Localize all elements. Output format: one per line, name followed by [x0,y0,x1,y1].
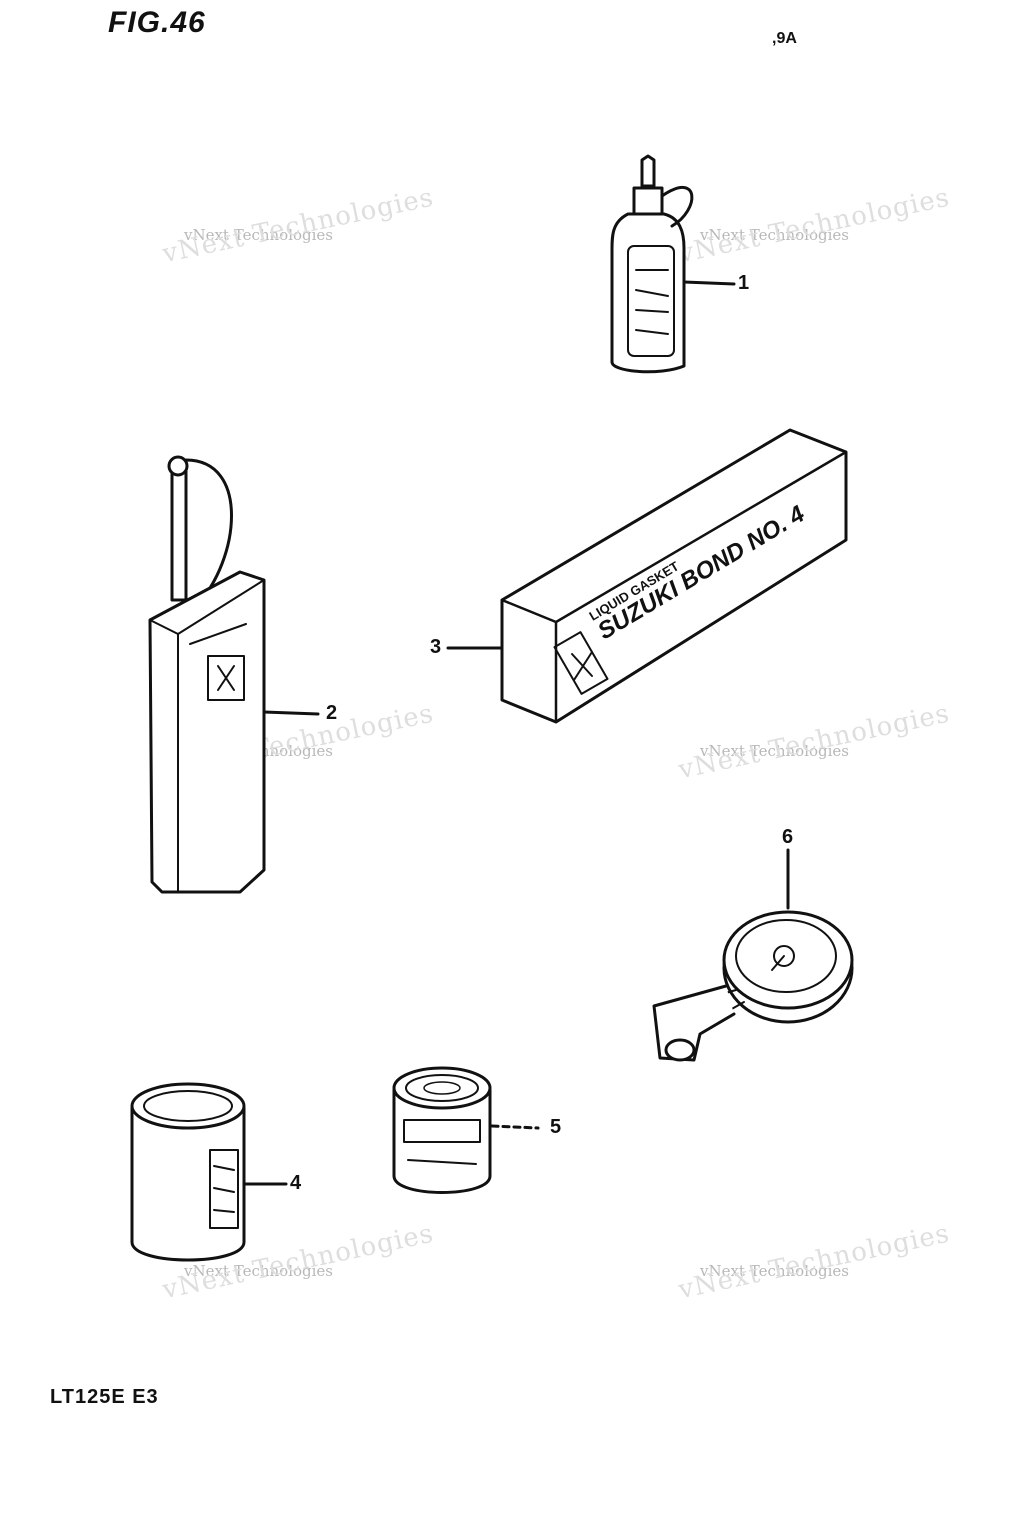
part-1-oil-bottle [610,154,736,374]
callout-4: 4 [290,1172,302,1194]
callout-6: 6 [782,826,794,848]
part-2-oil-can [148,455,320,894]
figure-title: FIG.46 [108,6,206,39]
callout-5: 5 [550,1116,562,1138]
part-6-pressure-gauge [652,848,854,1062]
model-label: LT125E E3 [50,1386,159,1408]
callout-3: 3 [430,636,442,658]
part-3-bond-box [446,428,848,724]
callout-2: 2 [326,702,338,724]
callout-1: 1 [738,272,750,294]
corner-mark: ,9A [772,30,797,47]
part-5-small-can [392,1066,540,1194]
part-4-grease-can [130,1082,288,1262]
